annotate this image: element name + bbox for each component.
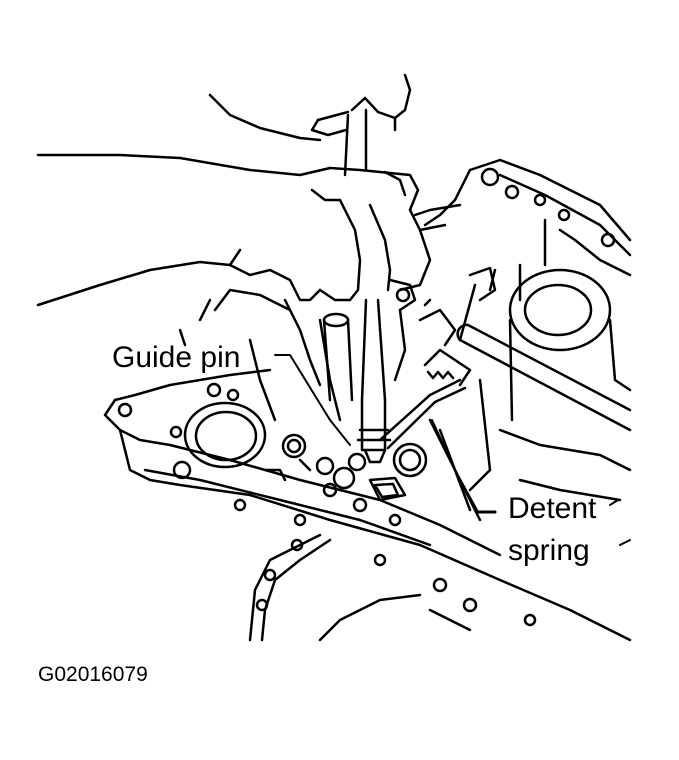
transmission-case (413, 158, 632, 522)
detent-spring (378, 266, 497, 450)
valve-body-plate (103, 368, 632, 642)
tick-marks (609, 499, 631, 546)
screwdriver-tool (310, 96, 397, 177)
leader-lines (274, 354, 497, 514)
center-housing (178, 278, 417, 464)
gasket (248, 533, 472, 642)
hand (36, 73, 432, 307)
detent-spring-label-line1: Detent (508, 492, 597, 525)
figure-id: G02016079 (38, 663, 148, 686)
detent-spring-label-line2: spring (508, 534, 590, 567)
guide-pin-label: Guide pin (112, 341, 241, 374)
